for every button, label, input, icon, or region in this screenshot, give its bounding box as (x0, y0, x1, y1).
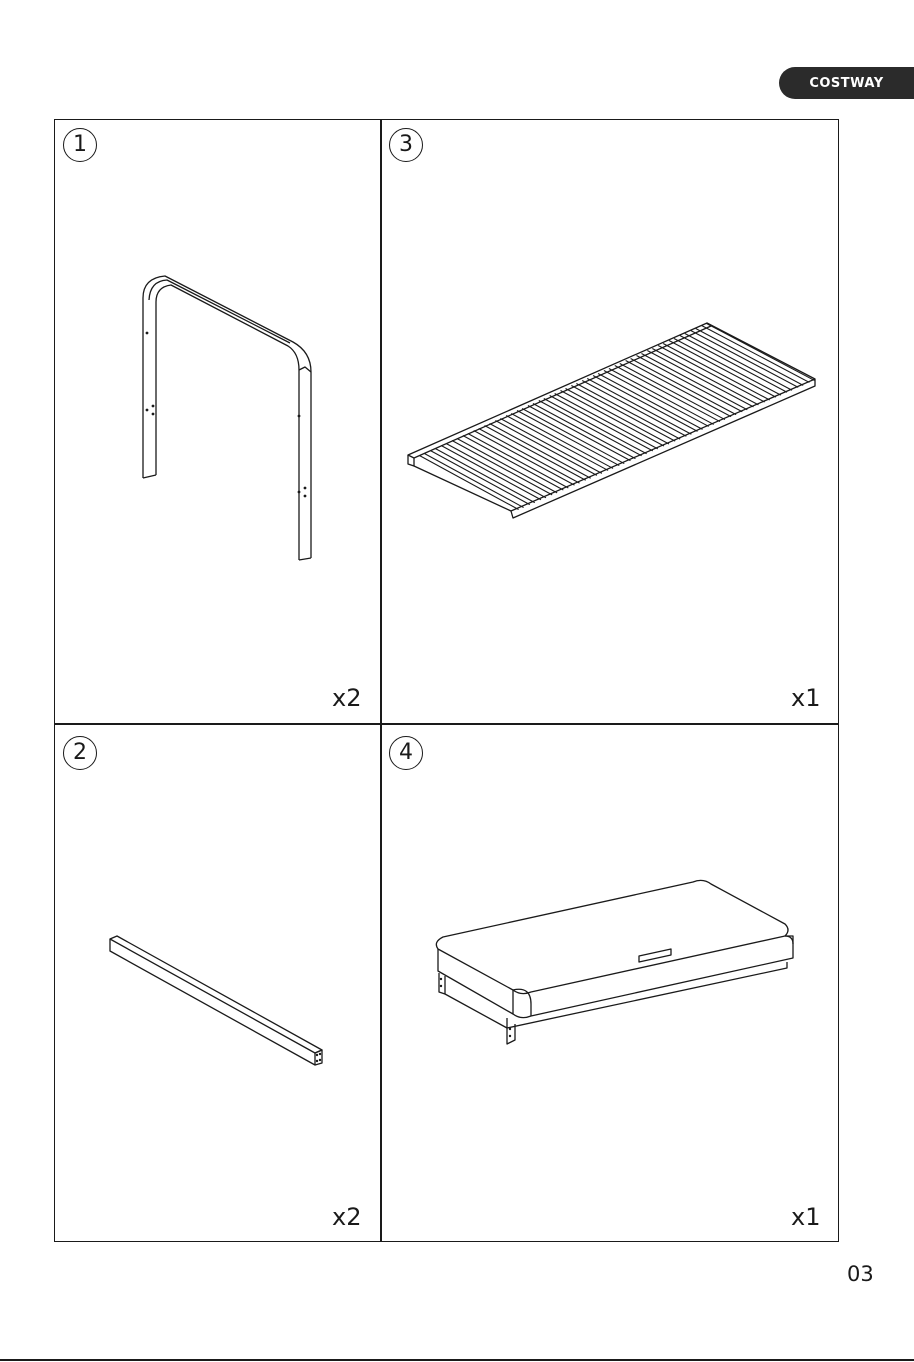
panel-part-1: 1 x2 (55, 120, 380, 723)
panel-part-2: 2 x2 (55, 724, 380, 1242)
footer-rule (0, 1359, 914, 1361)
slat (550, 394, 658, 451)
page-number: 03 (847, 1262, 874, 1286)
side-rail-illustration (55, 724, 380, 1242)
slat-base-illustration (381, 120, 840, 723)
part-quantity: x2 (332, 1205, 361, 1229)
brand-name: COSTWAY (809, 76, 883, 91)
storage-base-illustration (381, 724, 840, 1242)
slat (691, 329, 804, 388)
panel-part-4: 4 x1 (381, 724, 840, 1242)
brand-badge: COSTWAY (779, 67, 914, 99)
arch-frame-illustration (55, 120, 380, 723)
parts-grid: 1 x2 3 (54, 119, 839, 1242)
panel-part-3: 3 x1 (381, 120, 840, 723)
part-quantity: x2 (332, 686, 361, 710)
slat (539, 399, 647, 456)
part-quantity: x1 (791, 1205, 820, 1229)
slat (702, 324, 815, 383)
part-quantity: x1 (791, 686, 820, 710)
